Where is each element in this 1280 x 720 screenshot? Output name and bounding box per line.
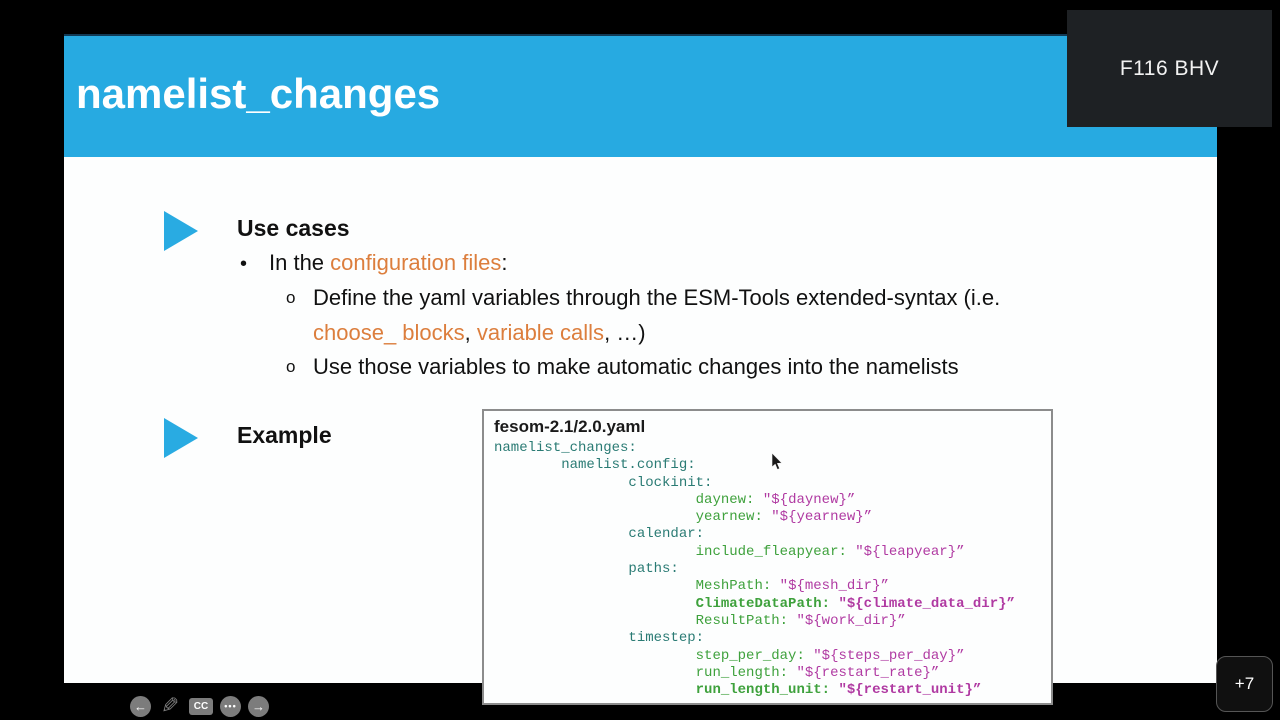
code-token-key: timestep: — [628, 630, 705, 647]
code-line: ResultPath: "${work_dir}” — [494, 613, 1051, 630]
code-token-key: namelist_changes: — [494, 440, 637, 456]
code-token-key: run_length: — [695, 664, 789, 681]
subbullet-marker: o — [286, 357, 296, 376]
code-line: step_per_day: "${steps_per_day}” — [494, 648, 1051, 665]
code-line: run_length_unit: "${restart_unit}” — [494, 682, 1051, 699]
more-options-button[interactable]: ••• — [220, 695, 241, 717]
code-token-value: "${leapyear}” — [855, 543, 965, 560]
code-token-key: calendar: — [628, 526, 705, 543]
code-line: ClimateDataPath: "${climate_data_dir}” — [494, 596, 1051, 613]
code-lines: namelist_changes: namelist.config: clock… — [494, 440, 1051, 699]
code-line: daynew: "${daynew}” — [494, 492, 1051, 509]
subbullet-marker: o — [286, 288, 296, 307]
code-token-key: ClimateDataPath: — [695, 595, 831, 612]
bullet-text: In the — [269, 250, 331, 275]
code-line: MeshPath: "${mesh_dir}” — [494, 578, 1051, 595]
bullet-configuration-files: • In the configuration files: — [240, 250, 508, 276]
code-token-value: "${yearnew}” — [771, 509, 873, 526]
more-participants-badge[interactable]: +7 — [1216, 656, 1273, 712]
subbullet-use-variables: o Use those variables to make automatic c… — [286, 354, 959, 380]
next-slide-button[interactable]: → — [248, 695, 269, 717]
code-line: clockinit: — [494, 475, 1051, 492]
code-token-value: "${mesh_dir}” — [779, 578, 889, 595]
use-cases-heading: Use cases — [237, 215, 350, 241]
subbullet-text: Use those variables to make automatic ch… — [313, 354, 959, 379]
code-token-key: yearnew: — [695, 509, 763, 526]
code-token-value: "${restart_unit}” — [838, 682, 982, 699]
code-token-key: MeshPath: — [695, 578, 772, 595]
code-line: yearnew: "${yearnew}” — [494, 509, 1051, 526]
code-token-value: "${daynew}” — [762, 491, 856, 508]
subbullet-text-highlight: choose_ blocks — [313, 320, 465, 345]
code-line: calendar: — [494, 526, 1051, 543]
slide-title: namelist_changes — [76, 70, 441, 117]
previous-slide-button[interactable]: ← — [130, 695, 151, 717]
bullet-text: : — [501, 250, 508, 275]
subbullet-text: , — [464, 320, 477, 345]
subbullet-define-yaml: o Define the yaml variables through the E… — [286, 285, 1000, 311]
code-token-value: "${restart_rate}” — [796, 664, 940, 681]
code-token-key: namelist.config: — [561, 457, 696, 474]
code-token-value: "${climate_data_dir}” — [838, 595, 1015, 612]
annotate-pencil-icon[interactable]: ✎ — [160, 693, 180, 718]
code-token-value: "${steps_per_day}” — [813, 647, 965, 664]
slide-controls: ← ✎ CC ••• → — [130, 693, 269, 718]
bullet-marker: • — [240, 253, 248, 275]
subbullet-text: Define the yaml variables through the ES… — [313, 285, 1001, 310]
section-triangle-icon — [164, 211, 198, 251]
presentation-slide: namelist_changes Use cases • In the confi… — [64, 34, 1217, 718]
code-token-key: step_per_day: — [695, 647, 805, 664]
code-token-key: run_length_unit: — [695, 682, 831, 699]
code-filename: fesom-2.1/2.0.yaml — [494, 417, 646, 436]
slide-header-bar: namelist_changes — [64, 34, 1217, 157]
example-heading: Example — [237, 422, 332, 448]
participant-name: F116 BHV — [1119, 56, 1220, 80]
section-triangle-icon — [164, 418, 198, 458]
code-token-key: include_fleapyear: — [695, 543, 847, 560]
code-token-key: clockinit: — [628, 474, 713, 491]
code-token-key: ResultPath: — [695, 612, 789, 629]
subbullet-text: , …) — [604, 320, 646, 345]
code-line: namelist_changes: — [494, 440, 1051, 457]
code-token-key: paths: — [628, 561, 679, 578]
participant-tile[interactable]: F116 BHV — [1067, 10, 1272, 127]
code-line: timestep: — [494, 630, 1051, 647]
code-line: paths: — [494, 561, 1051, 578]
closed-captions-button[interactable]: CC — [189, 697, 213, 715]
code-line: include_fleapyear: "${leapyear}” — [494, 544, 1051, 561]
code-line: run_length: "${restart_rate}” — [494, 665, 1051, 682]
code-token-key: daynew: — [695, 491, 755, 508]
mouse-cursor-icon — [771, 453, 783, 470]
subbullet-text-highlight: variable calls — [476, 320, 605, 345]
yaml-code-box: fesom-2.1/2.0.yaml namelist_changes: nam… — [482, 409, 1053, 705]
subbullet-define-yaml-cont: choose_ blocks, variable calls, …) — [313, 320, 646, 346]
code-token-value: "${work_dir}” — [796, 612, 906, 629]
code-line: namelist.config: — [494, 457, 1051, 474]
bullet-text-highlight: configuration files — [330, 250, 502, 275]
